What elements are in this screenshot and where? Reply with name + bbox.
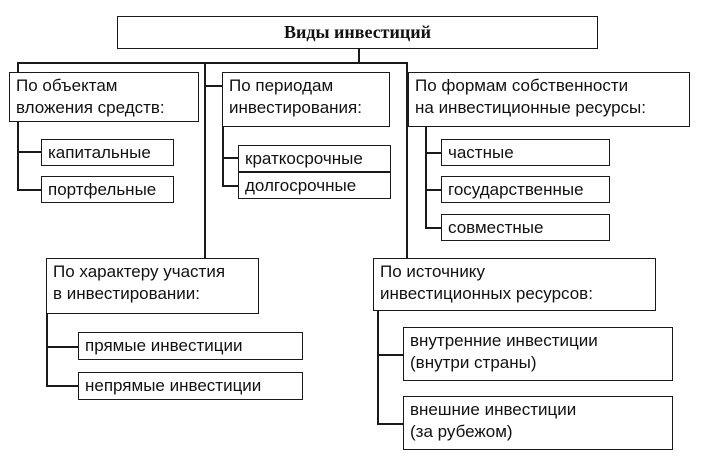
item-joint: совместные	[441, 214, 610, 241]
item-long-term: долгосрочные	[238, 172, 391, 199]
group-sources-heading: По источнику инвестиционных ресурсов:	[373, 258, 656, 311]
item-internal-investments: внутренние инвестиции (внутри страны)	[403, 327, 673, 381]
item-internal-investments-line-1: внутренние инвестиции	[410, 331, 598, 350]
item-portfolio: портфельные	[41, 176, 174, 203]
item-private: частные	[441, 139, 610, 166]
connector-sources-item-1	[377, 354, 403, 356]
connector-right-trunk	[406, 62, 408, 259]
group-ownership-heading-line-1: По формам собственности	[415, 76, 629, 95]
connector-ownership-item-3	[425, 227, 441, 229]
connector-objects-item-1	[17, 151, 41, 153]
group-objects-heading-line-1: По объектам	[16, 76, 118, 95]
group-sources-heading-line-2: инвестиционных ресурсов:	[380, 284, 593, 303]
connector-center-trunk	[204, 62, 206, 261]
item-external-investments-line-2: (за рубежом)	[410, 422, 513, 441]
item-state: государственные	[441, 176, 610, 203]
connector-participation-item-1	[46, 346, 78, 348]
group-objects-heading: По объектам вложения средств:	[9, 72, 199, 122]
connector-periods-item-2	[222, 185, 238, 187]
group-periods-heading: По периодам инвестирования:	[222, 72, 390, 127]
connector-ownership-item-2	[425, 189, 441, 191]
group-sources-heading-line-1: По источнику	[380, 262, 485, 281]
connector-objects-trunk	[17, 120, 19, 190]
group-participation-heading-line-1: По характеру участия	[53, 262, 226, 281]
item-internal-investments-line-2: (внутри страны)	[410, 353, 537, 372]
connector-participation-item-2	[46, 385, 78, 387]
item-capital: капитальные	[41, 139, 174, 166]
diagram-title: Виды инвестиций	[117, 16, 598, 49]
connector-periods-trunk	[222, 126, 224, 186]
item-direct-investments: прямые инвестиции	[78, 332, 303, 360]
group-participation-heading: По характеру участия в инвестировании:	[46, 258, 259, 314]
group-ownership-heading: По формам собственности на инвестиционны…	[408, 72, 690, 127]
connector-objects-drop	[17, 62, 19, 74]
item-indirect-investments: непрямые инвестиции	[78, 372, 303, 400]
item-external-investments: внешние инвестиции (за рубежом)	[403, 396, 673, 450]
connector-top-bus	[17, 62, 407, 64]
group-ownership-heading-line-2: на инвестиционные ресурсы:	[415, 98, 647, 117]
connector-objects-item-2	[17, 189, 41, 191]
connector-periods-branch	[204, 85, 222, 87]
connector-participation-trunk	[46, 314, 48, 385]
group-periods-heading-line-1: По периодам	[229, 76, 334, 95]
group-participation-heading-line-2: в инвестировании:	[53, 284, 201, 303]
group-periods-heading-line-2: инвестирования:	[229, 98, 362, 117]
connector-periods-item-1	[222, 157, 238, 159]
connector-title-down	[358, 49, 360, 63]
item-short-term: краткосрочные	[238, 145, 391, 172]
connector-ownership-trunk	[425, 126, 427, 227]
connector-sources-item-2	[377, 423, 403, 425]
connector-ownership-item-1	[425, 152, 441, 154]
item-external-investments-line-1: внешние инвестиции	[410, 400, 577, 419]
connector-sources-trunk	[377, 310, 379, 423]
group-objects-heading-line-2: вложения средств:	[16, 98, 165, 117]
